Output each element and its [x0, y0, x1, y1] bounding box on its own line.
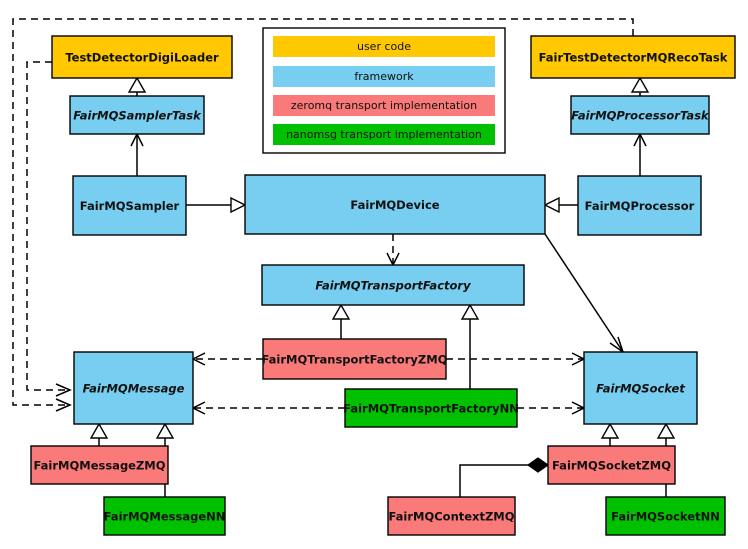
- class-node-fairmqsampler[interactable]: FairMQSampler: [72, 175, 187, 236]
- edge-socketzmq-contextzmq: [459, 457, 550, 497]
- edge-messagezmq-message: [89, 422, 109, 446]
- class-name-fairmqsampler: FairMQSampler: [80, 199, 180, 213]
- class-node-fairmqtransportfactoryzmq[interactable]: FairMQTransportFactoryZMQ: [261, 338, 448, 380]
- edge-recotask-message: [12, 18, 634, 412]
- class-box-fairmqmessagezmq[interactable]: [30, 445, 169, 485]
- class-node-fairmqmessage[interactable]: FairMQMessage: [73, 351, 194, 425]
- class-name-fairmqcontextzmq: FairMQContextZMQ: [388, 510, 514, 524]
- legend-label-zeromq: zeromq transport implementation: [291, 99, 477, 112]
- legend-label-nanomsg: nanomsg transport implementation: [286, 128, 482, 141]
- class-box-fairmqsocketnn[interactable]: [605, 496, 726, 536]
- class-box-fairmqprocessor[interactable]: [577, 175, 702, 236]
- legend-swatch-framework: [273, 66, 495, 87]
- class-box-fairmqtransportfactorynn[interactable]: [344, 388, 518, 428]
- class-box-fairmqdevice[interactable]: [244, 174, 546, 235]
- legend-swatch-user-code: [273, 36, 495, 57]
- class-node-fairmqmessagenn[interactable]: FairMQMessageNN: [103, 496, 226, 536]
- edge-digiloader-message: [26, 61, 72, 397]
- class-name-fairmqsamplertask: FairMQSamplerTask: [73, 109, 202, 123]
- class-name-fairmqsocket: FairMQSocket: [596, 382, 685, 396]
- class-node-fairmqcontextzmq[interactable]: FairMQContextZMQ: [387, 496, 516, 536]
- class-box-fairmqsampler[interactable]: [72, 175, 187, 236]
- class-box-fairmqtransportfactory[interactable]: [261, 264, 525, 306]
- legend-item-nanomsg: nanomsg transport implementation: [273, 124, 495, 145]
- edge-recotask-processortask: [630, 76, 650, 96]
- legend-item-user-code: user code: [273, 36, 495, 57]
- class-name-fairmqdevice: FairMQDevice: [350, 198, 439, 212]
- class-node-fairmqsamplertask[interactable]: FairMQSamplerTask: [69, 95, 205, 135]
- class-node-fairmqdevice[interactable]: FairMQDevice: [244, 174, 546, 235]
- legend: user code framework zeromq transport imp…: [262, 27, 506, 154]
- edge-socketzmq-socket: [600, 422, 620, 446]
- class-name-fairmqsocketzmq: FairMQSocketZMQ: [552, 459, 671, 473]
- class-box-fairmqsocket[interactable]: [583, 351, 698, 425]
- edge-processor-device: [543, 196, 578, 214]
- class-name-fairmqmessagezmq: FairMQMessageZMQ: [33, 459, 165, 473]
- class-node-fairtestdetectormqrecotask[interactable]: FairTestDetectorMQRecoTask: [530, 35, 736, 79]
- class-box-fairmqtransportfactoryzmq[interactable]: [262, 338, 447, 380]
- class-name-fairmqmessagenn: FairMQMessageNN: [104, 510, 226, 524]
- class-name-fairmqprocessor: FairMQProcessor: [585, 199, 695, 213]
- class-box-fairtestdetectormqrecotask[interactable]: [530, 35, 736, 79]
- class-node-fairmqsocketnn[interactable]: FairMQSocketNN: [605, 496, 726, 536]
- class-node-fairmqmessagezmq[interactable]: FairMQMessageZMQ: [30, 445, 169, 485]
- legend-swatch-zeromq: [273, 95, 495, 116]
- class-node-fairmqprocessor[interactable]: FairMQProcessor: [577, 175, 702, 236]
- class-box-fairmqsamplertask[interactable]: [69, 95, 205, 135]
- edge-factoryzmq-factory: [331, 303, 351, 339]
- class-box-testdetectordigiloader[interactable]: [51, 35, 233, 79]
- legend-label-framework: framework: [354, 70, 414, 83]
- class-box-fairmqcontextzmq[interactable]: [387, 496, 516, 536]
- class-node-fairmqtransportfactorynn[interactable]: FairMQTransportFactoryNN: [343, 388, 519, 428]
- class-name-fairtestdetectormqrecotask: FairTestDetectorMQRecoTask: [539, 51, 728, 65]
- legend-swatch-nanomsg: [273, 124, 495, 145]
- class-box-fairmqmessagenn[interactable]: [103, 496, 226, 536]
- edge-sampler-device: [186, 196, 247, 214]
- class-name-fairmqsocketnn: FairMQSocketNN: [611, 510, 720, 524]
- class-box-fairmqmessage[interactable]: [73, 351, 194, 425]
- class-box-fairmqprocessortask[interactable]: [570, 95, 710, 135]
- class-name-fairmqtransportfactory: FairMQTransportFactory: [315, 279, 471, 293]
- class-name-fairmqtransportfactorynn: FairMQTransportFactoryNN: [343, 402, 519, 416]
- class-name-fairmqprocessortask: FairMQProcessorTask: [571, 109, 710, 123]
- legend-item-framework: framework: [273, 66, 495, 87]
- class-node-fairmqsocketzmq[interactable]: FairMQSocketZMQ: [547, 445, 676, 485]
- class-node-fairmqsocket[interactable]: FairMQSocket: [583, 351, 698, 425]
- edge-digiloader-samplertask: [127, 76, 147, 96]
- class-box-fairmqsocketzmq[interactable]: [547, 445, 676, 485]
- class-node-testdetectordigiloader[interactable]: TestDetectorDigiLoader: [51, 35, 233, 79]
- class-name-testdetectordigiloader: TestDetectorDigiLoader: [65, 51, 219, 65]
- node-layer: TestDetectorDigiLoader FairTestDetectorMQ…: [30, 35, 736, 536]
- legend-item-zeromq: zeromq transport implementation: [273, 95, 495, 116]
- class-node-fairmqtransportfactory[interactable]: FairMQTransportFactory: [261, 264, 525, 306]
- class-name-fairmqmessage: FairMQMessage: [83, 382, 185, 396]
- legend-label-user-code: user code: [357, 40, 411, 53]
- edge-factorynn-factory: [460, 303, 480, 389]
- class-node-fairmqprocessortask[interactable]: FairMQProcessorTask: [570, 95, 710, 135]
- class-name-fairmqtransportfactoryzmq: FairMQTransportFactoryZMQ: [261, 353, 447, 367]
